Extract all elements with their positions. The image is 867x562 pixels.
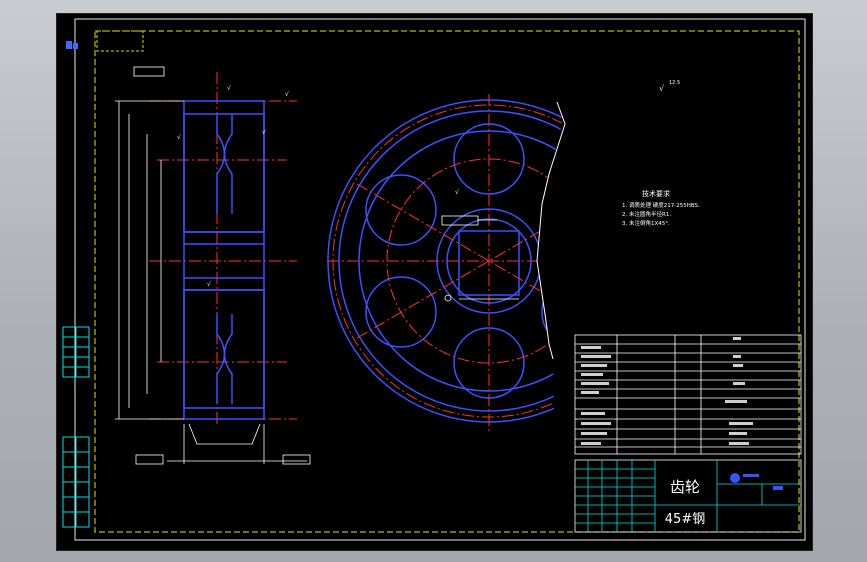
notes-heading: 技术要求 xyxy=(642,189,670,198)
parameter-table-marks xyxy=(581,337,753,445)
svg-text:12.5: 12.5 xyxy=(669,80,680,86)
note-2: 2. 未注圆角半径R1. xyxy=(622,210,671,218)
section-view: √ √ √ √ √ xyxy=(115,66,311,465)
roughness-mark-top-right: √ xyxy=(285,91,289,98)
technical-notes: 技术要求 1. 调质处理 硬度217-255HBS. 2. 未注圆角半径R1. … xyxy=(622,189,700,227)
code-block xyxy=(96,30,144,52)
outer-frame xyxy=(74,18,806,541)
left-margin-blocks xyxy=(62,326,90,528)
front-view: √ xyxy=(327,94,566,434)
corner-mark xyxy=(66,41,78,49)
svg-text:√: √ xyxy=(455,189,459,196)
title-block xyxy=(574,459,802,533)
roughness-mark-left: √ xyxy=(177,134,181,141)
part-name: 齿轮 xyxy=(670,478,700,496)
general-roughness: √ 12.5 xyxy=(659,80,680,93)
gear-drawing: √ √ √ √ √ xyxy=(62,18,806,541)
inner-frame xyxy=(94,30,800,533)
cad-drawing-viewport[interactable]: √ √ √ √ √ xyxy=(56,13,813,551)
roughness-mark-right: √ xyxy=(262,129,266,136)
svg-text:√: √ xyxy=(659,84,665,93)
note-1: 1. 调质处理 硬度217-255HBS. xyxy=(622,201,700,209)
note-3: 3. 未注倒角1X45°. xyxy=(622,219,670,227)
roughness-mark-center: √ xyxy=(207,281,211,288)
material: 45#钢 xyxy=(665,512,705,527)
roughness-mark-top: √ xyxy=(227,85,231,92)
parameter-table xyxy=(574,334,802,455)
